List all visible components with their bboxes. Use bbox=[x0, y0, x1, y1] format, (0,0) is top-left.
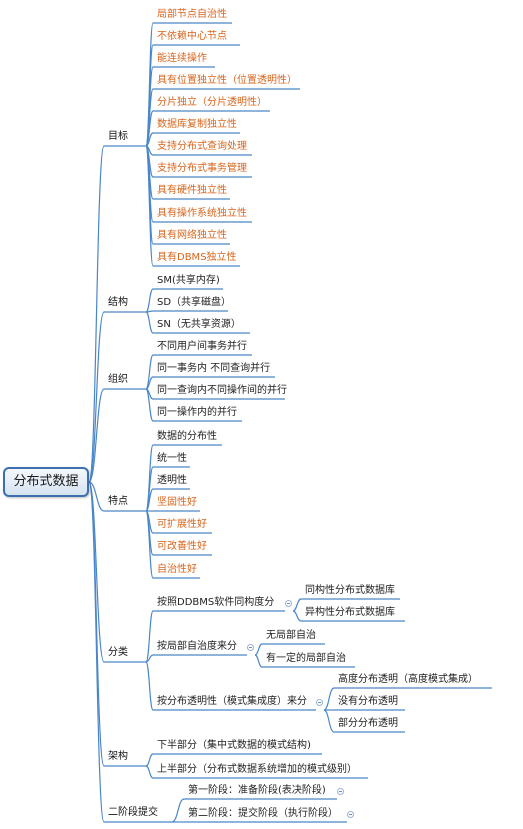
architecture-connector bbox=[145, 753, 154, 767]
commit-phase-item[interactable]: 第一阶段：准备阶段(表决阶段) bbox=[188, 785, 326, 796]
classification-connector bbox=[145, 654, 154, 663]
classification-item[interactable]: 异构性分布式数据库 bbox=[305, 607, 395, 618]
goal-item[interactable]: 不依赖中心节点 bbox=[157, 31, 227, 42]
structure-connector bbox=[145, 311, 154, 334]
branch-features[interactable]: 特点 bbox=[108, 496, 128, 507]
commit-connector bbox=[171, 798, 185, 823]
goal-item[interactable]: 具有DBMS独立性 bbox=[157, 252, 237, 263]
branch-structure[interactable]: 结构 bbox=[108, 297, 128, 308]
classification-group[interactable]: 按分布透明性（模式集成度）来分 bbox=[157, 696, 307, 707]
classification-item[interactable]: 没有分布透明 bbox=[338, 696, 398, 707]
feature-item[interactable]: 自治性好 bbox=[157, 564, 197, 575]
classification-sub-connector bbox=[254, 654, 263, 668]
organization-item[interactable]: 同一事务内 不同查询并行 bbox=[157, 363, 271, 374]
classification-connector bbox=[145, 610, 154, 663]
structure-item[interactable]: SN（无共享资源） bbox=[157, 319, 241, 330]
root-branch-connector bbox=[88, 388, 105, 483]
feature-item[interactable]: 坚固性好 bbox=[157, 497, 197, 508]
classification-sub-connector bbox=[292, 598, 302, 612]
feature-item[interactable]: 可扩展性好 bbox=[157, 519, 207, 530]
organization-item[interactable]: 同一查询内不同操作间的并行 bbox=[157, 385, 287, 396]
collapse-toggle-icon[interactable] bbox=[285, 600, 292, 607]
root-branch-connector bbox=[88, 481, 105, 512]
organization-item[interactable]: 不同用户间事务并行 bbox=[157, 341, 247, 352]
structure-connector bbox=[145, 288, 154, 313]
goal-item[interactable]: 能连续操作 bbox=[157, 53, 207, 64]
goal-item[interactable]: 具有硬件独立性 bbox=[157, 185, 227, 196]
root-branch-connector bbox=[88, 481, 105, 767]
classification-item[interactable]: 有一定的局部自治 bbox=[266, 653, 346, 664]
branch-architecture[interactable]: 架构 bbox=[108, 751, 128, 762]
classification-item[interactable]: 高度分布透明（高度模式集成） bbox=[338, 674, 478, 685]
classification-item[interactable]: 同构性分布式数据库 bbox=[305, 585, 395, 596]
architecture-item[interactable]: 下半部分（集中式数据的模式结构) bbox=[157, 740, 311, 751]
branch-two-phase-commit[interactable]: 二阶段提交 bbox=[108, 807, 158, 818]
root-node[interactable]: 分布式数据 bbox=[3, 467, 89, 497]
structure-item[interactable]: SD（共享磁盘） bbox=[157, 297, 232, 308]
classification-sub-connector bbox=[254, 643, 263, 656]
feature-item[interactable]: 可改善性好 bbox=[157, 541, 207, 552]
goal-item[interactable]: 具有网络独立性 bbox=[157, 230, 227, 241]
collapse-toggle-icon[interactable] bbox=[247, 644, 254, 651]
commit-phase-item[interactable]: 第二阶段：提交阶段（执行阶段） bbox=[188, 808, 338, 819]
goal-item[interactable]: 具有操作系统独立性 bbox=[157, 208, 247, 219]
goal-item[interactable]: 局部节点自治性 bbox=[157, 9, 227, 20]
classification-sub-connector bbox=[323, 687, 335, 711]
collapse-toggle-icon[interactable] bbox=[316, 699, 323, 706]
feature-item[interactable]: 数据的分布性 bbox=[157, 431, 217, 442]
goal-item[interactable]: 支持分布式事务管理 bbox=[157, 163, 247, 174]
classification-group[interactable]: 按局部自治度来分 bbox=[157, 641, 237, 652]
root-branch-connector bbox=[88, 311, 105, 483]
expand-toggle-icon[interactable] bbox=[337, 788, 344, 795]
classification-group[interactable]: 按照DDBMS软件同构度分 bbox=[157, 597, 275, 608]
goal-item[interactable]: 具有位置独立性（位置透明性） bbox=[157, 75, 297, 86]
root-branch-connector bbox=[88, 145, 105, 483]
goal-connector bbox=[145, 145, 154, 267]
classification-connector bbox=[145, 661, 154, 711]
expand-toggle-icon[interactable] bbox=[347, 811, 354, 818]
goal-item[interactable]: 数据库复制独立性 bbox=[157, 119, 237, 130]
feature-item[interactable]: 透明性 bbox=[157, 475, 187, 486]
goal-item[interactable]: 支持分布式查询处理 bbox=[157, 141, 247, 152]
classification-item[interactable]: 部分分布透明 bbox=[338, 718, 398, 729]
structure-item[interactable]: SM(共享内存) bbox=[157, 275, 220, 286]
organization-item[interactable]: 同一操作内的并行 bbox=[157, 407, 237, 418]
feature-connector bbox=[145, 488, 154, 512]
branch-goals[interactable]: 目标 bbox=[108, 131, 128, 142]
classification-sub-connector bbox=[323, 709, 335, 733]
feature-item[interactable]: 统一性 bbox=[157, 453, 187, 464]
classification-item[interactable]: 无局部自治 bbox=[266, 630, 316, 641]
branch-organization[interactable]: 组织 bbox=[108, 374, 128, 385]
goal-item[interactable]: 分片独立（分片透明性） bbox=[157, 97, 267, 108]
root-branch-connector bbox=[88, 481, 105, 823]
classification-sub-connector bbox=[292, 610, 302, 622]
branch-classification[interactable]: 分类 bbox=[108, 647, 128, 658]
architecture-connector bbox=[145, 765, 154, 779]
organization-connector bbox=[145, 388, 154, 422]
architecture-item[interactable]: 上半部分（分布式数据系统增加的模式级别） bbox=[157, 764, 357, 775]
feature-connector bbox=[145, 510, 154, 579]
